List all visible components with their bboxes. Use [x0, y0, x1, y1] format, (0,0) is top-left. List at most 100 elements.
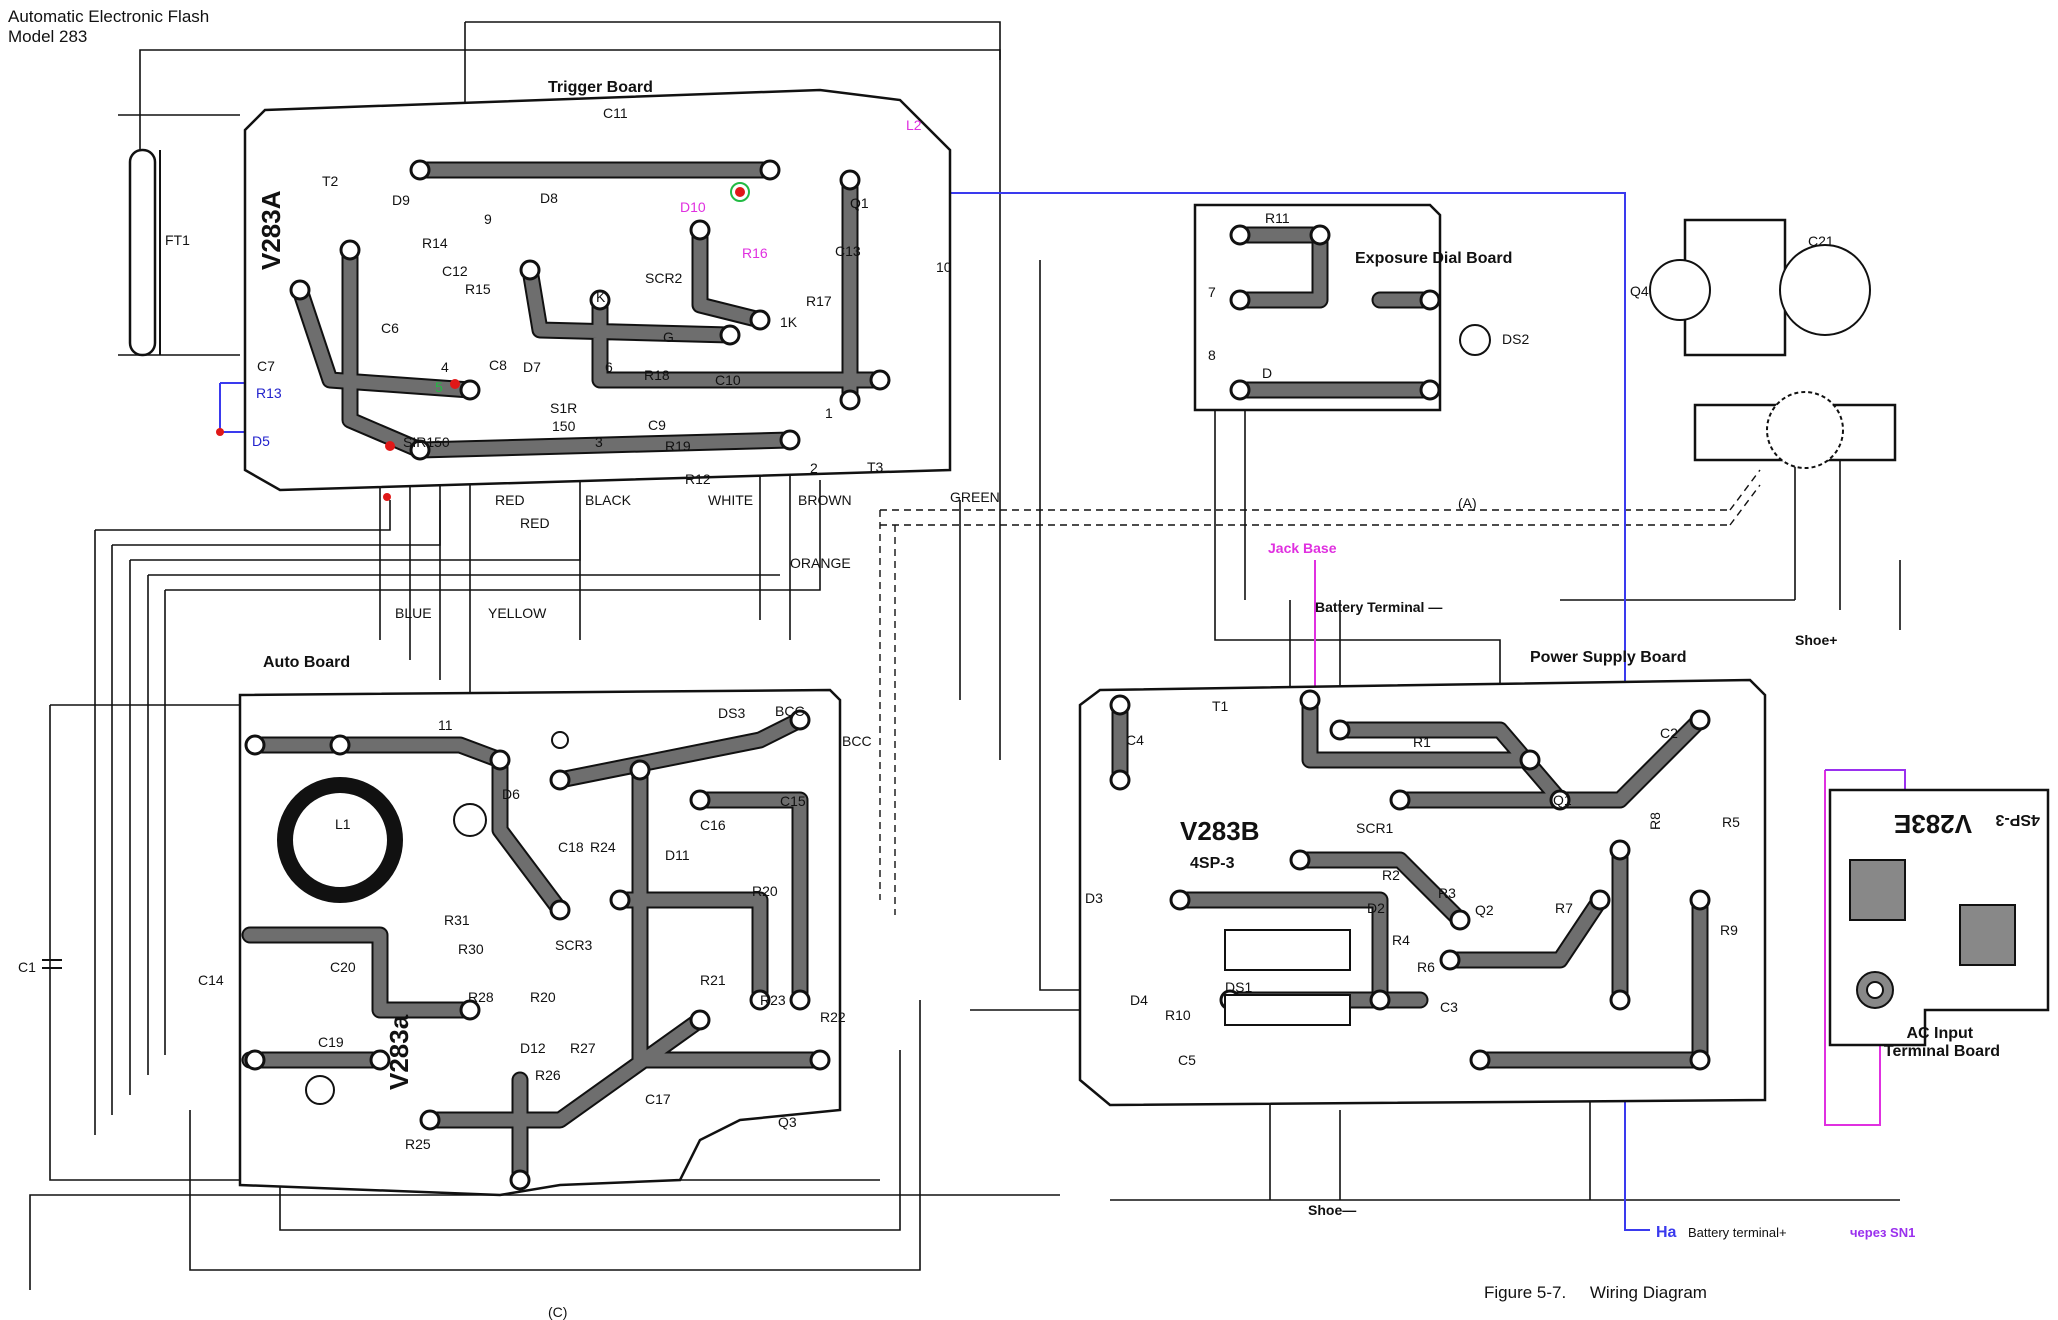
part-label: D2 — [1367, 900, 1385, 916]
wiring-harness — [29, 21, 1906, 1290]
terminal-number: 8 — [1208, 347, 1216, 363]
wire-black: BLACK — [585, 492, 632, 508]
part-label: R23 — [760, 992, 786, 1008]
wire-blue: BLUE — [395, 605, 432, 621]
part-label: R1 — [1413, 734, 1431, 750]
terminal-number: 9 — [484, 211, 492, 227]
part-label: 150 — [552, 418, 576, 434]
title-line-1: Automatic Electronic Flash — [8, 7, 209, 26]
part-label: R4 — [1392, 932, 1410, 948]
part-label: C3 — [1440, 999, 1458, 1015]
part-label: C10 — [715, 372, 741, 388]
part-label: L2 — [906, 117, 922, 133]
part-label: D3 — [1085, 890, 1103, 906]
part-label: D12 — [520, 1040, 546, 1056]
part-label: 1K — [780, 314, 798, 330]
part-label: D — [1262, 365, 1272, 381]
auto-board-code: V283a — [384, 1014, 414, 1090]
part-label: C17 — [645, 1091, 671, 1107]
part-label: SCR2 — [645, 270, 683, 286]
battery-minus-label: Battery Terminal — — [1315, 599, 1442, 615]
power-part-labels: T1 C4 R1 C2 Q1 SCR1 R5 R8 R2 R3 Q2 R7 R9… — [1085, 698, 1740, 1068]
power-board-code: V283B — [1180, 816, 1260, 846]
part-label: C2 — [1660, 725, 1678, 741]
part-label: R9 — [1720, 922, 1738, 938]
bcc-label-2: BCC — [842, 733, 872, 749]
part-label: D10 — [680, 199, 706, 215]
part-label: C20 — [330, 959, 356, 975]
terminal-number: 10 — [936, 259, 952, 275]
battery-plus-label: Battery terminal+ — [1688, 1225, 1787, 1240]
terminal-number: 6 — [605, 359, 613, 375]
part-label: DS1 — [1225, 979, 1252, 995]
auto-part-labels: DS3 C15 D6 L1 C16 C18 R24 D11 R20 R31 R3… — [198, 705, 846, 1152]
part-label: R17 — [806, 293, 832, 309]
part-label: R8 — [1647, 812, 1663, 830]
wire-red-2: RED — [520, 515, 550, 531]
power-supply-board — [1078, 678, 1767, 1107]
part-label: R21 — [700, 972, 726, 988]
part-label: R2 — [1382, 867, 1400, 883]
q4-c21-box — [1649, 218, 1871, 357]
shoe-plus-label: Shoe+ — [1795, 632, 1837, 648]
part-label: SIR150 — [403, 434, 450, 450]
part-label: K — [596, 289, 606, 305]
trigger-board — [243, 88, 952, 492]
part-label: C16 — [700, 817, 726, 833]
part-label: T2 — [322, 173, 339, 189]
wire-white: WHITE — [708, 492, 753, 508]
part-label: R15 — [465, 281, 491, 297]
exposure-dial-board — [1193, 203, 1491, 412]
auto-board — [238, 688, 842, 1197]
power-board-title: Power Supply Board — [1530, 649, 1686, 666]
power-board-code-2: 4SP-3 — [1190, 855, 1235, 872]
c1-label: C1 — [18, 959, 36, 975]
part-label: C4 — [1126, 732, 1144, 748]
na-label: Ha — [1656, 1224, 1677, 1241]
part-label: C8 — [489, 357, 507, 373]
part-label: D11 — [665, 847, 690, 863]
part-label: T3 — [867, 459, 884, 475]
shoe-connector — [1693, 391, 1897, 469]
part-label: R6 — [1417, 959, 1435, 975]
part-label: SCR1 — [1356, 820, 1394, 836]
part-label: C6 — [381, 320, 399, 336]
part-label: R13 — [256, 385, 282, 401]
part-label: R11 — [1265, 210, 1290, 226]
part-label: L1 — [335, 816, 351, 832]
part-label: R27 — [570, 1040, 596, 1056]
part-label: S1R — [550, 400, 577, 416]
terminal-number: 1 — [825, 405, 833, 421]
terminal-number: 4 — [441, 359, 449, 375]
cherez-label: через SN1 — [1850, 1225, 1915, 1240]
part-label: C12 — [442, 263, 468, 279]
flash-tube-ft1 — [128, 148, 161, 357]
part-label: G — [663, 329, 674, 345]
trigger-part-labels: C11 L2 T2 D9 D8 D10 Q1 R14 C12 SCR2 R16 … — [252, 105, 922, 487]
part-label: C13 — [835, 243, 861, 259]
part-label: R3 — [1438, 885, 1456, 901]
part-label: R19 — [665, 438, 691, 454]
ft1-label: FT1 — [165, 232, 190, 248]
ds2-label: DS2 — [1502, 331, 1529, 347]
ac-board-code: V283E — [1894, 809, 1972, 839]
part-label: D6 — [502, 786, 520, 802]
wire-brown: BROWN — [798, 492, 852, 508]
trigger-board-code: V283A — [256, 190, 286, 270]
ac-board-code-2: 4SP-3 — [1995, 811, 2040, 828]
part-label: R20 — [752, 883, 778, 899]
part-label: R12 — [685, 471, 711, 487]
c21-label: C21 — [1808, 233, 1834, 249]
part-label: DS3 — [718, 705, 745, 721]
part-label: C11 — [603, 105, 628, 121]
part-label: Q3 — [778, 1114, 797, 1130]
capacitor-c1 — [42, 959, 62, 969]
trigger-board-title: Trigger Board — [548, 79, 653, 96]
terminal-number: 5 — [435, 379, 443, 395]
part-label: R26 — [535, 1067, 561, 1083]
part-label: R31 — [444, 912, 470, 928]
exposure-board-title: Exposure Dial Board — [1355, 250, 1512, 267]
part-label: D9 — [392, 192, 410, 208]
ac-board-title-line-1: AC Input — [1906, 1025, 1973, 1042]
